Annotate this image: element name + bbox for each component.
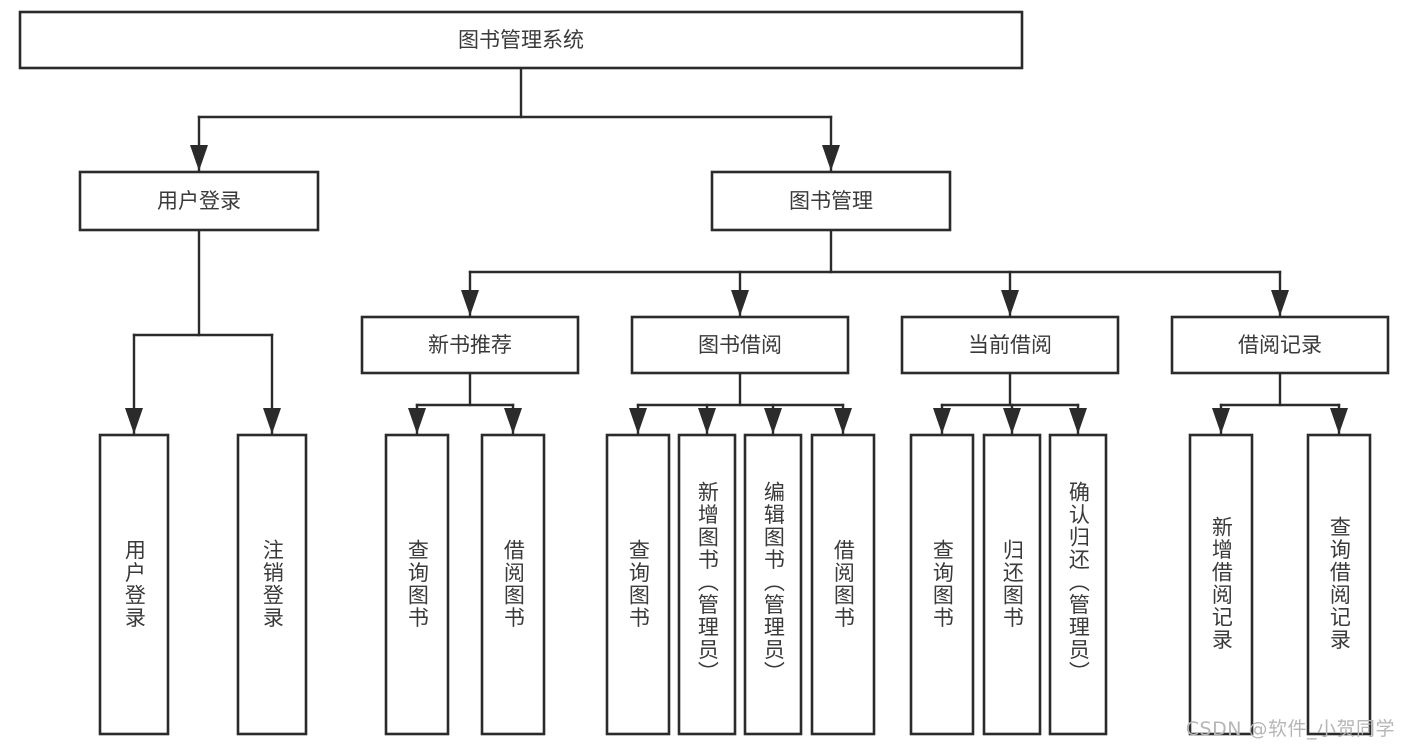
arrow-head-icon	[461, 290, 479, 316]
arrow-head-icon	[764, 408, 782, 434]
node-leaf-4[interactable]	[605, 433, 671, 736]
node-leaf-5[interactable]	[677, 433, 737, 736]
arrow-head-icon	[834, 408, 852, 434]
node-leaf-11[interactable]	[1188, 433, 1254, 736]
node-level2-0[interactable]	[360, 315, 580, 375]
arrow-head-icon	[1069, 408, 1087, 434]
node-leaf-8[interactable]	[909, 433, 975, 736]
arrow-head-icon	[263, 408, 281, 434]
node-leaf-3[interactable]	[480, 433, 546, 736]
arrow-head-icon	[190, 145, 208, 171]
watermark-label: CSDN @软件_小贺同学	[1185, 718, 1395, 740]
node-label: 图书借阅	[698, 333, 782, 357]
node-level1-0[interactable]	[78, 170, 320, 232]
node-leaf-6[interactable]	[743, 433, 803, 736]
node-leaf-9[interactable]	[982, 433, 1042, 736]
node-label: 新书推荐	[428, 333, 512, 357]
arrow-head-icon	[1001, 290, 1019, 316]
arrow-head-icon	[731, 290, 749, 316]
arrow-head-icon	[629, 408, 647, 434]
arrow-head-icon	[1271, 290, 1289, 316]
node-label: 借阅记录	[1238, 333, 1322, 357]
arrow-head-icon	[504, 408, 522, 434]
node-level1-1[interactable]	[710, 170, 952, 232]
arrow-head-icon	[698, 408, 716, 434]
node-leaf-2[interactable]	[384, 433, 450, 736]
node-box-layer	[18, 10, 1390, 736]
node-leaf-12[interactable]	[1306, 433, 1372, 736]
node-leaf-7[interactable]	[810, 433, 876, 736]
arrow-head-icon	[822, 145, 840, 171]
arrow-head-icon	[1330, 408, 1348, 434]
node-label: 图书管理	[789, 189, 873, 213]
arrow-head-icon	[125, 408, 143, 434]
arrow-head-icon	[1212, 408, 1230, 434]
node-label: 用户登录	[157, 189, 241, 213]
node-level2-1[interactable]	[630, 315, 850, 375]
node-leaf-1[interactable]	[236, 433, 308, 736]
node-level2-2[interactable]	[900, 315, 1120, 375]
node-leaf-0[interactable]	[98, 433, 170, 736]
node-label: 图书管理系统	[458, 28, 584, 52]
node-level2-3[interactable]	[1170, 315, 1390, 375]
arrow-head-icon	[1003, 408, 1021, 434]
arrow-head-icon	[933, 408, 951, 434]
node-leaf-10[interactable]	[1048, 433, 1108, 736]
connector-layer	[125, 66, 1348, 436]
node-label: 当前借阅	[968, 333, 1052, 357]
node-root[interactable]	[18, 10, 1024, 70]
arrow-head-icon	[408, 408, 426, 434]
